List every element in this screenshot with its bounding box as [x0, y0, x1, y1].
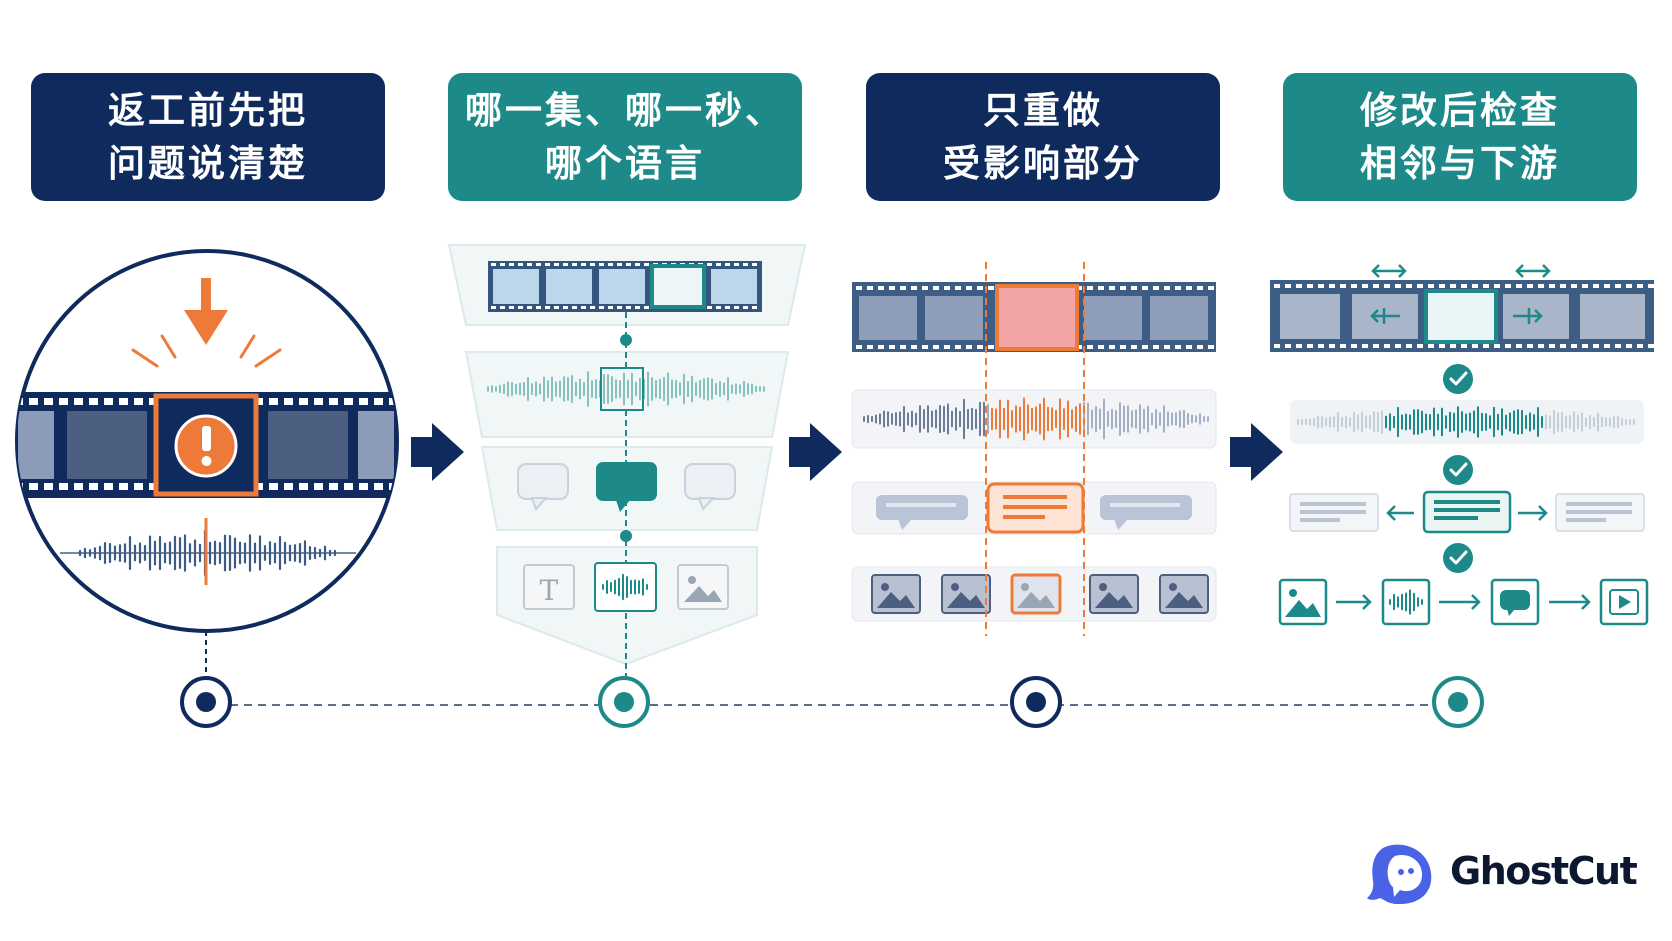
speech-bubble-icon	[1289, 493, 1379, 532]
image-icon	[871, 574, 921, 614]
speech-bubble-icon	[1422, 490, 1512, 534]
check-icon	[1443, 455, 1473, 485]
step-3-header: 只重做 受影响部分	[866, 73, 1220, 201]
panel-3-redo	[851, 262, 1217, 636]
speech-bubble-icon	[684, 463, 736, 511]
panel-2-locate: T	[447, 244, 807, 678]
step-4-title-line-1: 修改后检查	[1360, 89, 1560, 132]
step-2-header: 哪一集、哪一秒、 哪个语言	[448, 73, 802, 201]
speech-bubble-icon	[986, 482, 1085, 534]
check-icon	[1443, 543, 1473, 573]
image-icon	[1278, 578, 1328, 626]
check-icon	[1443, 364, 1473, 394]
step-1-title-line-2: 问题说清楚	[108, 142, 308, 185]
speech-bubble-icon	[876, 495, 968, 530]
image-icon	[941, 574, 991, 614]
step-3-title-line-2: 受影响部分	[943, 142, 1143, 185]
panel-1-problem-view	[15, 249, 399, 678]
affected-frame	[995, 284, 1079, 351]
step-2-title-line-1: 哪一集、哪一秒、	[465, 89, 785, 132]
svg-text:T: T	[540, 574, 559, 607]
timeline-node-3	[1010, 676, 1062, 728]
step-1-header: 返工前先把 问题说清楚	[31, 73, 385, 201]
brand-name: GhostCut	[1450, 849, 1638, 893]
image-icon	[1010, 573, 1062, 615]
double-arrow-icon	[1370, 308, 1543, 324]
image-icon	[1159, 574, 1209, 614]
ghostcut-logo-icon	[1367, 844, 1432, 905]
step-3-title-line-1: 只重做	[983, 89, 1103, 132]
waveform-icon	[594, 562, 657, 612]
image-icon	[677, 564, 729, 610]
step-4-title-line-2: 相邻与下游	[1360, 142, 1560, 185]
timeline-node-2	[598, 676, 650, 728]
alert-rays	[131, 334, 282, 368]
brand: GhostCut	[1376, 842, 1638, 900]
double-arrow-icon	[1371, 264, 1551, 278]
arrow-right-icon	[411, 423, 464, 481]
timeline-node-1	[180, 676, 232, 728]
step-4-header: 修改后检查 相邻与下游	[1283, 73, 1637, 201]
step-1-title-line-1: 返工前先把	[108, 89, 308, 132]
speech-bubble-icon	[1555, 493, 1645, 532]
speech-bubble-icon	[517, 463, 569, 511]
speech-bubble-icon	[1100, 495, 1192, 530]
arrow-right-icon	[1230, 423, 1283, 481]
timeline	[180, 676, 1484, 728]
arrow-right-icon	[789, 423, 842, 481]
down-arrow-icon	[184, 278, 228, 345]
timeline-node-4	[1432, 676, 1484, 728]
exclamation-icon	[174, 414, 238, 478]
panel-4-check	[1270, 264, 1654, 626]
step-2-title-line-2: 哪个语言	[545, 142, 705, 185]
play-icon	[1599, 578, 1649, 626]
speech-bubble-icon	[596, 462, 657, 512]
waveform-icon	[1381, 578, 1431, 626]
speech-bubble-icon	[1490, 578, 1540, 626]
image-icon	[1089, 574, 1139, 614]
text-icon: T	[523, 564, 575, 610]
